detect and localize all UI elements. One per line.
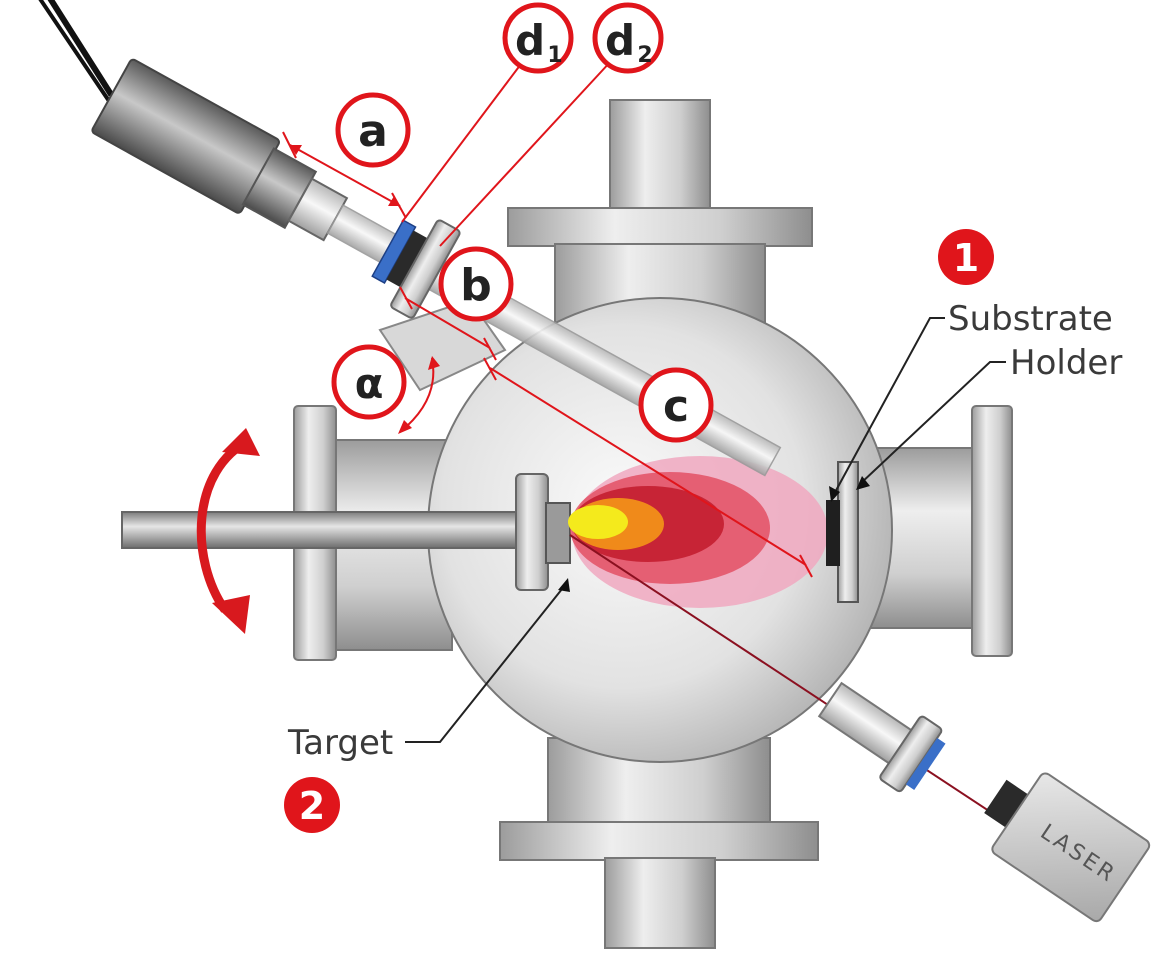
rotation-arrow-head-bottom [212, 595, 250, 634]
substrate-label: Substrate [948, 299, 1113, 339]
target-holder [515, 473, 571, 591]
callout-arrowheads [558, 476, 870, 592]
label-a-text: a [358, 106, 388, 157]
label-d2-sub: 2 [637, 43, 652, 68]
label-alpha: α [331, 344, 407, 420]
plasma-plume [568, 456, 828, 608]
rotation-arrow [196, 435, 253, 613]
marker-2-text: 2 [299, 784, 325, 828]
marker-1: 1 [938, 229, 994, 285]
label-d2-text: d [605, 16, 635, 65]
label-alpha-text: α [355, 359, 384, 408]
label-b: b [438, 246, 514, 322]
rotation-arrow-head-top [222, 428, 260, 456]
manipulator-rod [121, 511, 523, 549]
marker-2: 2 [284, 777, 340, 833]
angled-port [378, 298, 507, 392]
callout-leaders [405, 317, 1006, 743]
label-d2: d 2 [592, 2, 664, 74]
target-label: Target [287, 723, 393, 763]
holder-label: Holder [1010, 343, 1122, 383]
marker-1-text: 1 [953, 236, 979, 280]
label-a: a [335, 92, 411, 168]
top-port [507, 99, 813, 325]
laser-beam [569, 534, 1031, 839]
label-d1-sub: 1 [547, 43, 562, 68]
label-b-text: b [460, 260, 492, 311]
label-c: c [638, 367, 714, 443]
bottom-port [499, 737, 819, 949]
dimension-arrowheads [290, 145, 440, 434]
label-c-text: c [663, 381, 689, 432]
substrate-holder [826, 461, 859, 603]
label-d1-text: d [515, 16, 545, 65]
laser-box: LASER [984, 772, 1151, 923]
laser-viewport [817, 681, 946, 793]
label-d1: d 1 [502, 2, 574, 74]
